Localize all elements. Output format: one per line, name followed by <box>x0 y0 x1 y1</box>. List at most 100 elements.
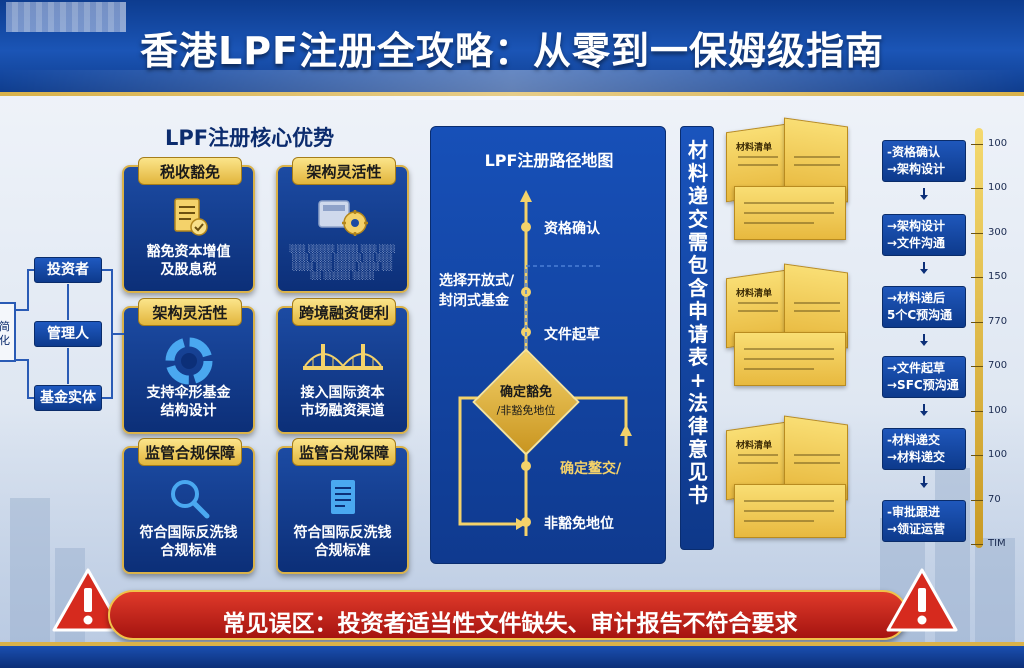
card-text: 接入国际资本 市场融资渠道 <box>300 385 385 419</box>
node-manager: 管理人 <box>34 321 102 347</box>
banner-char: 书 <box>688 483 708 507</box>
down-arrow-icon <box>920 188 928 200</box>
card-tag: 架构灵活性 <box>138 298 242 326</box>
card-fine-print: ░░░ ░░░░░ ░░░░ ░░░ ░░░░░░ ░░░░ ░░░░░ ░░ … <box>289 245 396 280</box>
header-banner: 香港LPF注册全攻略：从零到一保姆级指南 <box>0 0 1024 100</box>
ruler-dash <box>971 544 983 545</box>
materials-document-1: 材料清单 <box>724 117 852 242</box>
timeline-step: →架构设计→文件沟通 <box>882 214 966 256</box>
magnifier-icon <box>167 476 211 524</box>
compliance-document-icon <box>323 476 363 524</box>
roadmap-lines <box>458 190 632 536</box>
step-fund-type-line1: 选择开放式/ <box>439 273 515 289</box>
blurred-logo <box>6 2 126 32</box>
timeline-step: -材料递交→材料递交 <box>882 428 966 470</box>
registration-roadmap-panel: LPF注册路径地图 <box>430 126 666 564</box>
banner-char: 意 <box>688 437 708 461</box>
ruler-dash <box>971 410 983 412</box>
down-arrow-icon <box>920 262 928 274</box>
footer-gold-line <box>0 642 1024 646</box>
advantages-title: LPF注册核心优势 <box>165 126 335 150</box>
banner-char: 递 <box>688 184 708 208</box>
ruler-tick-label: 100 <box>988 449 1008 461</box>
ruler-tick-label: 770 <box>988 315 1008 327</box>
banner-char: 包 <box>688 253 708 277</box>
structure-connectors <box>16 269 124 399</box>
timeline-step: →文件起草→SFC预沟通 <box>882 356 966 398</box>
warning-icon <box>886 568 958 632</box>
card-text: 豁免资本增值 及股息税 <box>146 244 231 278</box>
ruler-dash <box>971 232 983 234</box>
ruler-dash <box>971 499 983 501</box>
page-title: 香港LPF注册全攻略：从零到一保姆级指南 <box>139 29 885 73</box>
banner-char: + <box>689 368 707 392</box>
simplify-stub: 简化 <box>0 302 16 362</box>
card-umbrella-fund: 架构灵活性 支持伞形基金 结构设计 <box>122 298 255 434</box>
card-tag: 税收豁免 <box>138 157 242 185</box>
bridge-icon <box>302 336 383 384</box>
materials-banner: 材料递交需包含申请表+法律意见书 <box>680 126 714 550</box>
timeline-ruler <box>975 128 983 548</box>
ruler-tick-label: 700 <box>988 360 1008 372</box>
warning-icon <box>52 568 124 632</box>
down-arrow-icon <box>920 476 928 488</box>
materials-document-3: 材料清单 <box>724 415 852 540</box>
down-arrow-icon <box>920 404 928 416</box>
card-tag: 跨境融资便利 <box>292 298 396 326</box>
timeline-step: -审批跟进→领证运营 <box>882 500 966 542</box>
step-drafting: 文件起草 <box>544 327 600 343</box>
banner-char: 律 <box>688 414 708 438</box>
banner-char: 需 <box>688 230 708 254</box>
ruler-tick-label: 100 <box>988 404 1008 416</box>
banner-char: 含 <box>688 276 708 300</box>
ruler-dash <box>971 366 983 368</box>
card-tag: 监管合规保障 <box>292 438 396 466</box>
card-tax-exemption: 税收豁免 豁免资本增值 及股息税 <box>122 157 255 293</box>
ruler-tick-label: 150 <box>988 271 1008 283</box>
card-compliance-1: 监管合规保障 符合国际反洗钱 合规标准 <box>122 438 255 574</box>
banner-char: 请 <box>688 322 708 346</box>
ruler-dash <box>971 188 983 190</box>
card-tag: 架构灵活性 <box>292 157 396 185</box>
common-mistakes-banner: 常见误区：投资者适当性文件缺失、审计报告不符合要求 <box>108 590 908 640</box>
down-arrow-icon <box>920 334 928 346</box>
node-investor: 投资者 <box>34 257 102 283</box>
card-tag: 监管合规保障 <box>138 438 242 466</box>
card-text: 符合国际反洗钱 合规标准 <box>139 525 238 559</box>
banner-char: 交 <box>688 207 708 231</box>
step-confirm-submit: 确定鳌交/ <box>560 461 622 477</box>
step-fund-type-line2: 封闭式基金 <box>439 293 509 309</box>
ruler-dash <box>971 144 983 145</box>
footer-band <box>0 646 1024 668</box>
ruler-tick-label: 100 <box>988 182 1008 194</box>
tax-document-icon <box>167 195 211 243</box>
banner-char: 申 <box>688 299 708 323</box>
ruler-tick-label: 70 <box>988 493 1001 505</box>
card-text: 支持伞形基金 结构设计 <box>146 385 231 419</box>
materials-document-2: 材料清单 <box>724 263 852 388</box>
umbrella-ring-icon <box>164 336 214 390</box>
timeline-step: -资格确认→架构设计 <box>882 140 966 182</box>
step-non-exempt: 非豁免地位 <box>544 516 614 532</box>
ruler-tick-label: 300 <box>988 226 1008 238</box>
step-qualification: 资格确认 <box>544 221 600 237</box>
ruler-tick-label: 100 <box>988 138 1008 149</box>
ruler-dash <box>971 277 983 279</box>
banner-char: 见 <box>688 460 708 484</box>
banner-char: 法 <box>688 391 708 415</box>
ruler-tick-label: TIM <box>988 538 1006 549</box>
card-compliance-2: 监管合规保障 符合国际反洗钱 合规标准 <box>276 438 409 574</box>
node-fund-entity: 基金实体 <box>34 385 102 411</box>
structure-cog-icon <box>315 195 371 243</box>
warning-text: 常见误区：投资者适当性文件缺失、审计报告不符合要求 <box>222 611 798 637</box>
card-text: 符合国际反洗钱 合规标准 <box>293 525 392 559</box>
card-structure-flexibility: 架构灵活性 ░░░ ░░░░░ ░░░░ ░░░ ░░░░░░ ░░░░ ░░░… <box>276 157 409 293</box>
card-cross-border-financing: 跨境融资便利 接入国际资本 市场融资渠道 <box>276 298 409 434</box>
decision-text: 确定豁免 /非豁免地位 <box>496 385 556 417</box>
ruler-dash <box>971 455 983 457</box>
banner-char: 表 <box>688 345 708 369</box>
roadmap-title: LPF注册路径地图 <box>484 151 614 170</box>
banner-char: 料 <box>688 161 708 185</box>
